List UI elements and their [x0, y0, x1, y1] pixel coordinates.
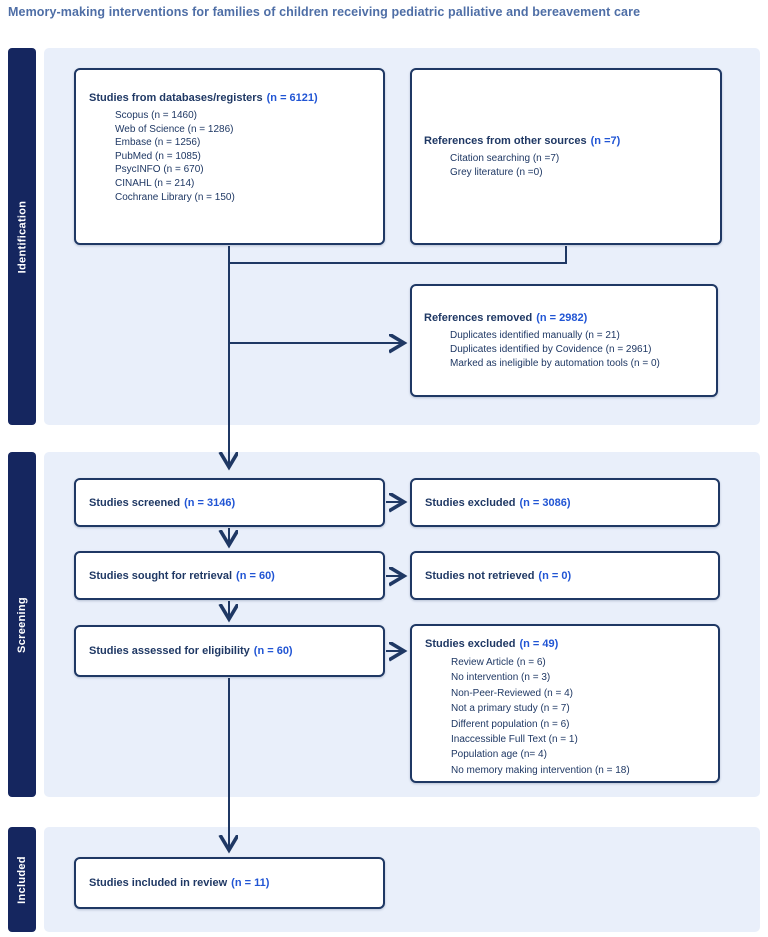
list-item: Population age (n= 4): [451, 749, 547, 761]
list-item: Citation searching (n =7): [450, 152, 560, 164]
studies-included-box: Studies included in review(n = 11): [74, 857, 385, 909]
databases-box-title: Studies from databases/registers: [89, 92, 263, 104]
list-item: Cochrane Library (n = 150): [115, 191, 235, 203]
references-removed-box-count: (n = 2982): [536, 311, 588, 324]
other-sources-box-count: (n =7): [590, 134, 621, 147]
list-item: Inaccessible Full Text (n = 1): [451, 734, 578, 746]
studies-screened-heading: Studies screened(n = 3146): [89, 496, 235, 510]
list-item: Marked as ineligible by automation tools…: [450, 357, 660, 369]
studies-sought-heading: Studies sought for retrieval(n = 60): [89, 569, 275, 583]
studies-excluded-eligibility-items: Review Article (n = 6) No intervention (…: [451, 655, 706, 778]
databases-box-count: (n = 6121): [266, 92, 318, 104]
list-item: PubMed (n = 1085): [115, 150, 201, 162]
references-removed-box: References removed(n = 2982) Duplicates …: [410, 284, 718, 397]
studies-screened-count: (n = 3146): [184, 496, 236, 509]
list-item: Not a primary study (n = 7): [451, 703, 570, 715]
studies-excluded-eligibility-box: Studies excluded(n = 49) Review Article …: [410, 624, 720, 783]
included-label: Included: [16, 855, 28, 904]
studies-assessed-title: Studies assessed for eligibility: [89, 645, 250, 657]
databases-box-heading: Studies from databases/registers(n = 612…: [89, 91, 371, 105]
other-sources-box: References from other sources(n =7) Cita…: [410, 68, 722, 245]
list-item: Embase (n = 1256): [115, 137, 201, 149]
identification-sidebar: Identification: [8, 48, 36, 425]
studies-sought-box: Studies sought for retrieval(n = 60): [74, 551, 385, 600]
other-sources-box-heading: References from other sources(n =7): [424, 134, 708, 148]
studies-sought-title: Studies sought for retrieval: [89, 569, 233, 582]
studies-assessed-count: (n = 60): [253, 645, 293, 657]
studies-assessed-box: Studies assessed for eligibility(n = 60): [74, 625, 385, 677]
studies-excluded-screen-title: Studies excluded: [425, 496, 516, 509]
databases-box: Studies from databases/registers(n = 612…: [74, 68, 385, 245]
list-item: Duplicates identified by Covidence (n = …: [450, 343, 652, 355]
screening-sidebar: Screening: [8, 452, 36, 797]
list-item: CINAHL (n = 214): [115, 177, 195, 189]
included-sidebar: Included: [8, 827, 36, 932]
list-item: PsycINFO (n = 670): [115, 164, 204, 176]
list-item: Web of Science (n = 1286): [115, 123, 234, 135]
studies-excluded-screen-box: Studies excluded(n = 3086): [410, 478, 720, 527]
studies-excluded-screen-count: (n = 3086): [519, 496, 571, 509]
studies-included-heading: Studies included in review(n = 11): [89, 876, 269, 890]
databases-box-items: Scopus (n = 1460) Web of Science (n = 12…: [115, 109, 371, 204]
other-sources-box-items: Citation searching (n =7) Grey literatur…: [450, 152, 708, 180]
studies-included-title: Studies included in review: [89, 877, 228, 889]
list-item: No intervention (n = 3): [451, 672, 551, 684]
studies-screened-title: Studies screened: [89, 496, 181, 509]
studies-excluded-screen-heading: Studies excluded(n = 3086): [425, 496, 571, 510]
studies-excluded-eligibility-heading: Studies excluded(n = 49): [425, 637, 706, 651]
screening-label: Screening: [16, 596, 29, 653]
page-title: Memory-making interventions for families…: [8, 5, 641, 19]
identification-label: Identification: [16, 200, 28, 273]
list-item: Grey literature (n =0): [450, 166, 543, 178]
list-item: Review Article (n = 6): [451, 657, 546, 668]
studies-excluded-eligibility-count: (n = 49): [519, 638, 559, 650]
other-sources-box-title: References from other sources: [424, 134, 587, 147]
references-removed-box-heading: References removed(n = 2982): [424, 311, 704, 325]
list-item: Different population (n = 6): [451, 718, 570, 730]
list-item: Scopus (n = 1460): [115, 110, 197, 121]
references-removed-box-title: References removed: [424, 311, 533, 324]
studies-sought-count: (n = 60): [236, 569, 275, 582]
studies-not-retrieved-count: (n = 0): [538, 569, 572, 582]
studies-not-retrieved-box: Studies not retrieved(n = 0): [410, 551, 720, 600]
studies-assessed-heading: Studies assessed for eligibility(n = 60): [89, 644, 293, 658]
references-removed-box-items: Duplicates identified manually (n = 21) …: [450, 329, 704, 371]
studies-not-retrieved-title: Studies not retrieved: [425, 569, 535, 582]
list-item: Duplicates identified manually (n = 21): [450, 329, 620, 341]
studies-included-count: (n = 11): [231, 877, 270, 889]
studies-excluded-eligibility-title: Studies excluded: [425, 638, 516, 650]
list-item: Non-Peer-Reviewed (n = 4): [451, 687, 573, 699]
studies-not-retrieved-heading: Studies not retrieved(n = 0): [425, 569, 571, 583]
list-item: No memory making intervention (n = 18): [451, 764, 630, 776]
studies-screened-box: Studies screened(n = 3146): [74, 478, 385, 527]
